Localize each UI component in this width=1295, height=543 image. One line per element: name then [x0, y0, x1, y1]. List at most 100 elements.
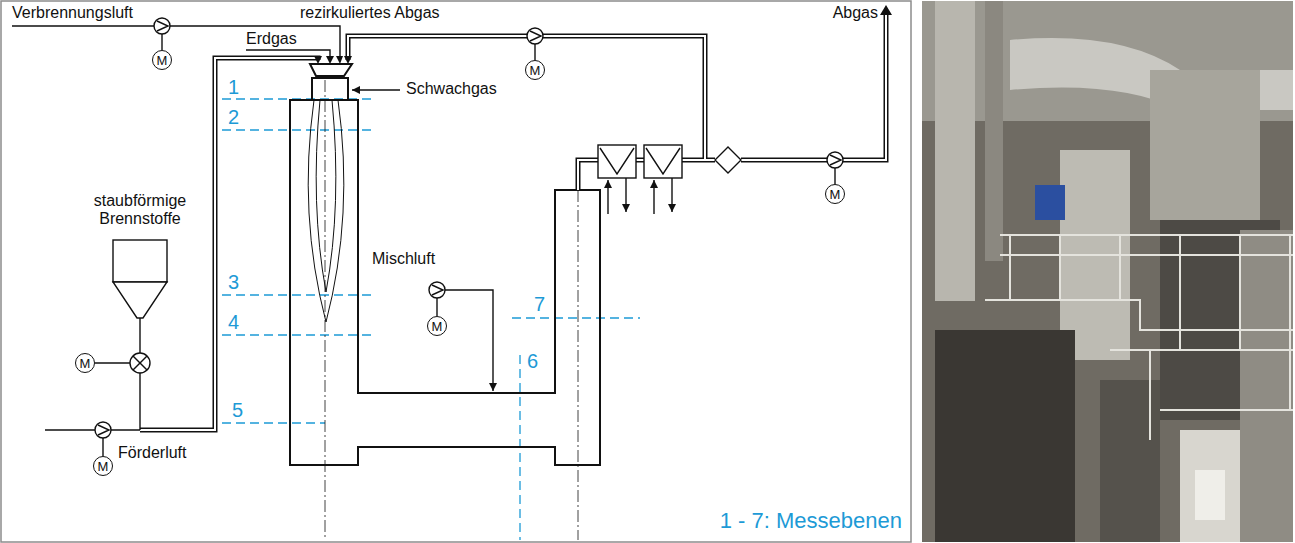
- double-duct-inner-part: [578, 14, 886, 190]
- burner-arrowheads-part: [880, 5, 892, 15]
- motor-letter: M: [80, 357, 91, 370]
- motor-letter: M: [432, 320, 443, 333]
- motor-circle: M: [152, 50, 172, 70]
- supply-lines-part: [352, 89, 400, 90]
- level-number: 7: [534, 293, 545, 316]
- panel-frame: [1, 1, 911, 542]
- supply-lines-part: [12, 26, 340, 58]
- photo-railings-part: [1009, 235, 1011, 300]
- supply-lines-part: [45, 429, 140, 430]
- flow-label: Erdgas: [246, 30, 297, 48]
- photo-railings-part: [1119, 235, 1121, 300]
- level-number: 1: [228, 76, 239, 99]
- supply-lines-part: [625, 178, 626, 212]
- fan-symbols-part: [527, 28, 543, 44]
- fan-symbols-part: [534, 44, 535, 60]
- fan-symbols-part: [436, 298, 437, 316]
- level-lines-part: [222, 422, 325, 423]
- motor-letter: M: [530, 64, 541, 77]
- motor-letter: M: [157, 54, 168, 67]
- heat-exchangers-part: [600, 148, 634, 174]
- level-number: 2: [228, 106, 239, 129]
- level-lines-part: [222, 129, 376, 130]
- fan-symbols-part: [154, 18, 170, 34]
- photo-detail: [922, 1, 1293, 542]
- motor-circle: M: [525, 60, 545, 80]
- level-number: 5: [232, 399, 243, 422]
- furnace-outline-part: [312, 78, 348, 100]
- double-duct-outer: [140, 14, 886, 430]
- motor-circle: M: [75, 353, 95, 373]
- burner-arrowheads-part: [314, 56, 322, 64]
- fan-symbols-part: [429, 282, 445, 298]
- photo-railings: [985, 235, 1293, 440]
- center-lines-part: [325, 80, 326, 540]
- photo-detail-part: [1180, 430, 1240, 542]
- furnace-outline: [290, 64, 600, 465]
- photo-detail-part: [985, 1, 1003, 261]
- double-duct-inner-part: [348, 36, 705, 160]
- supply-lines-part: [653, 180, 654, 214]
- double-duct-outer-part: [578, 14, 886, 190]
- motor-letter: M: [98, 460, 109, 473]
- photo-railings-part: [1160, 409, 1293, 411]
- burner-arrowheads-part: [344, 56, 352, 64]
- motor-circle: M: [93, 456, 113, 476]
- level-lines-part: [512, 317, 640, 318]
- motor-circle: M: [825, 184, 845, 204]
- hopper-part: [130, 353, 150, 373]
- motor-letter: M: [830, 188, 841, 201]
- flow-label: Förderluft: [118, 444, 186, 462]
- fan-symbols-part: [432, 285, 443, 295]
- double-duct-inner: [140, 14, 886, 430]
- center-lines-part: [578, 190, 579, 540]
- hopper-part: [113, 282, 167, 318]
- flow-label: Verbrennungsluft: [12, 4, 133, 22]
- photo-ground: [922, 1, 1293, 542]
- photo-detail-part: [1240, 230, 1293, 542]
- flame-part: [316, 100, 336, 292]
- supply-lines-part: [139, 318, 140, 430]
- fan-symbols-part: [161, 34, 162, 50]
- photo-detail-part: [1195, 470, 1225, 520]
- supply-lines-part: [95, 362, 130, 363]
- supply-lines-part: [671, 178, 672, 212]
- furnace-outline-part: [290, 100, 600, 465]
- photo-railings-part: [1149, 350, 1151, 440]
- photo-detail-part: [935, 330, 1075, 542]
- fan-symbols-part: [157, 21, 168, 31]
- burner-arrowheads-part: [336, 56, 343, 64]
- fan-symbols-part: [827, 152, 843, 168]
- center-lines: [325, 80, 578, 540]
- heat-exchangers: [598, 145, 682, 178]
- level-lines-part: [222, 334, 376, 335]
- photo-detail-part: [1150, 70, 1260, 220]
- supply-lines-part: [445, 290, 493, 391]
- heat-exchangers-part: [646, 148, 680, 174]
- flow-label: Abgas: [833, 4, 878, 22]
- heat-exchangers-part: [598, 145, 636, 178]
- motor-circle: M: [427, 316, 447, 336]
- fan-symbols-part: [102, 438, 103, 456]
- hopper-part: [113, 240, 167, 282]
- hopper-label: staubförmige Brennstoffe: [80, 192, 200, 229]
- double-duct-outer-part: [348, 36, 705, 160]
- filter-symbol: [715, 147, 741, 173]
- hopper: [113, 240, 167, 373]
- hopper-part: [133, 356, 147, 370]
- photo-railings-part: [1110, 349, 1293, 351]
- flow-label: Schwachgas: [406, 80, 497, 98]
- fan-symbols-part: [530, 31, 541, 41]
- supply-lines-part: [607, 180, 608, 214]
- photo-railings-part: [985, 300, 1293, 330]
- photo-railings-part: [1000, 254, 1293, 256]
- photo-railings-part: [1239, 235, 1241, 350]
- fan-symbols: [95, 18, 843, 456]
- photo-detail-part: [1035, 185, 1065, 220]
- legend-note: 1 - 7: Messebenen: [720, 508, 902, 533]
- photo-railings-part: [1059, 235, 1061, 300]
- fan-symbols-part: [98, 425, 109, 435]
